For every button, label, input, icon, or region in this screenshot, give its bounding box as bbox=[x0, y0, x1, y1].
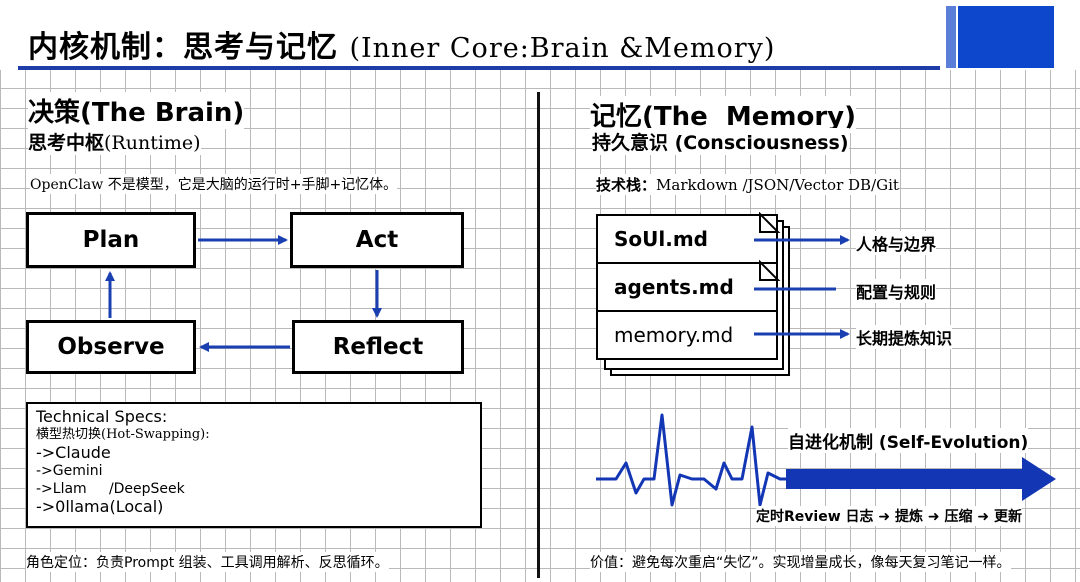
reflect-box: Reflect bbox=[292, 320, 464, 374]
value-note: 价值：避免每次重启“失忆”。实现增量成长，像每天复习笔记一样。 bbox=[590, 552, 1011, 572]
plan-box: Plan bbox=[26, 212, 196, 268]
spec-item: ->Llam /DeepSeek bbox=[36, 481, 185, 497]
brain-subheading: 思考中枢(Runtime) bbox=[28, 128, 201, 155]
evolution-graphic bbox=[596, 413, 1056, 507]
brain-heading: 决策(The Brain) bbox=[28, 92, 245, 129]
corner-decoration bbox=[958, 6, 1054, 68]
file-fold-corners bbox=[759, 212, 781, 281]
evolution-arrow bbox=[786, 457, 1056, 501]
corner-decoration-shadow bbox=[946, 6, 956, 68]
specs-hot-swap-en: (Hot-Swapping): bbox=[101, 427, 210, 442]
specs-hot-swap-zh: 横型热切换 bbox=[36, 427, 102, 442]
page-title-en: (Inner Core:Brain &Memory) bbox=[349, 33, 776, 64]
technical-specs-box: Technical Specs: 横型热切换(Hot-Swapping): ->… bbox=[26, 402, 482, 528]
heartbeat-line bbox=[596, 413, 786, 507]
file-label-memory: 长期提炼知识 bbox=[856, 325, 953, 349]
file-label-agents: 配置与规则 bbox=[856, 279, 937, 303]
spec-item: ->Claude bbox=[36, 443, 111, 462]
file-card-memory: memory.md bbox=[596, 310, 778, 360]
file-card-agents: agents.md bbox=[596, 262, 778, 312]
evolution-title: 自进化机制 (Self-Evolution) bbox=[788, 428, 1029, 453]
brain-intro: OpenClaw 不是模型，它是大脑的运行时+手脚+记忆体。 bbox=[30, 174, 398, 194]
tech-stack: 技术栈：Markdown /JSON/Vector DB/Git bbox=[596, 174, 899, 195]
brain-intro-zh: 不是模型，它是大脑的运行时+手脚+记忆体。 bbox=[107, 177, 398, 193]
page-title-zh: 内核机制：思考与记忆 bbox=[28, 30, 338, 65]
page-title: 内核机制：思考与记忆 (Inner Core:Brain &Memory) bbox=[28, 22, 775, 66]
brain-subheading-en: (Runtime) bbox=[104, 132, 201, 154]
observe-box: Observe bbox=[26, 320, 196, 374]
file-name-agents: agents.md bbox=[614, 275, 734, 299]
specs-title: Technical Specs: bbox=[36, 407, 168, 426]
tech-stack-value: Markdown /JSON/Vector DB/Git bbox=[656, 176, 899, 194]
brain-intro-en: OpenClaw bbox=[30, 177, 104, 193]
file-name-memory: memory.md bbox=[614, 323, 734, 347]
act-box: Act bbox=[290, 212, 464, 268]
memory-heading: 记忆(The Memory) bbox=[590, 96, 856, 133]
role-note: 角色定位：负责Prompt 组装、工具调用解析、反思循环。 bbox=[26, 552, 389, 572]
memory-subheading: 持久意识 (Consciousness) bbox=[592, 128, 849, 155]
file-arrows bbox=[754, 235, 850, 339]
spec-item: ->Gemini bbox=[36, 463, 103, 479]
specs-hot-swap: 横型热切换(Hot-Swapping): bbox=[36, 426, 472, 444]
spec-item: ->0llama(Local) bbox=[36, 497, 164, 516]
center-divider bbox=[537, 92, 540, 578]
flow-arrows bbox=[105, 235, 382, 352]
evolution-steps: 定时Review 日志 ➜ 提炼 ➜ 压缩 ➜ 更新 bbox=[756, 506, 1022, 526]
tech-stack-label: 技术栈： bbox=[596, 176, 657, 194]
title-bar bbox=[0, 0, 1080, 70]
file-name-soul: SoUl.md bbox=[614, 227, 708, 251]
title-underline bbox=[18, 66, 940, 70]
brain-subheading-zh: 思考中枢 bbox=[28, 132, 105, 154]
file-label-soul: 人格与边界 bbox=[856, 231, 937, 255]
